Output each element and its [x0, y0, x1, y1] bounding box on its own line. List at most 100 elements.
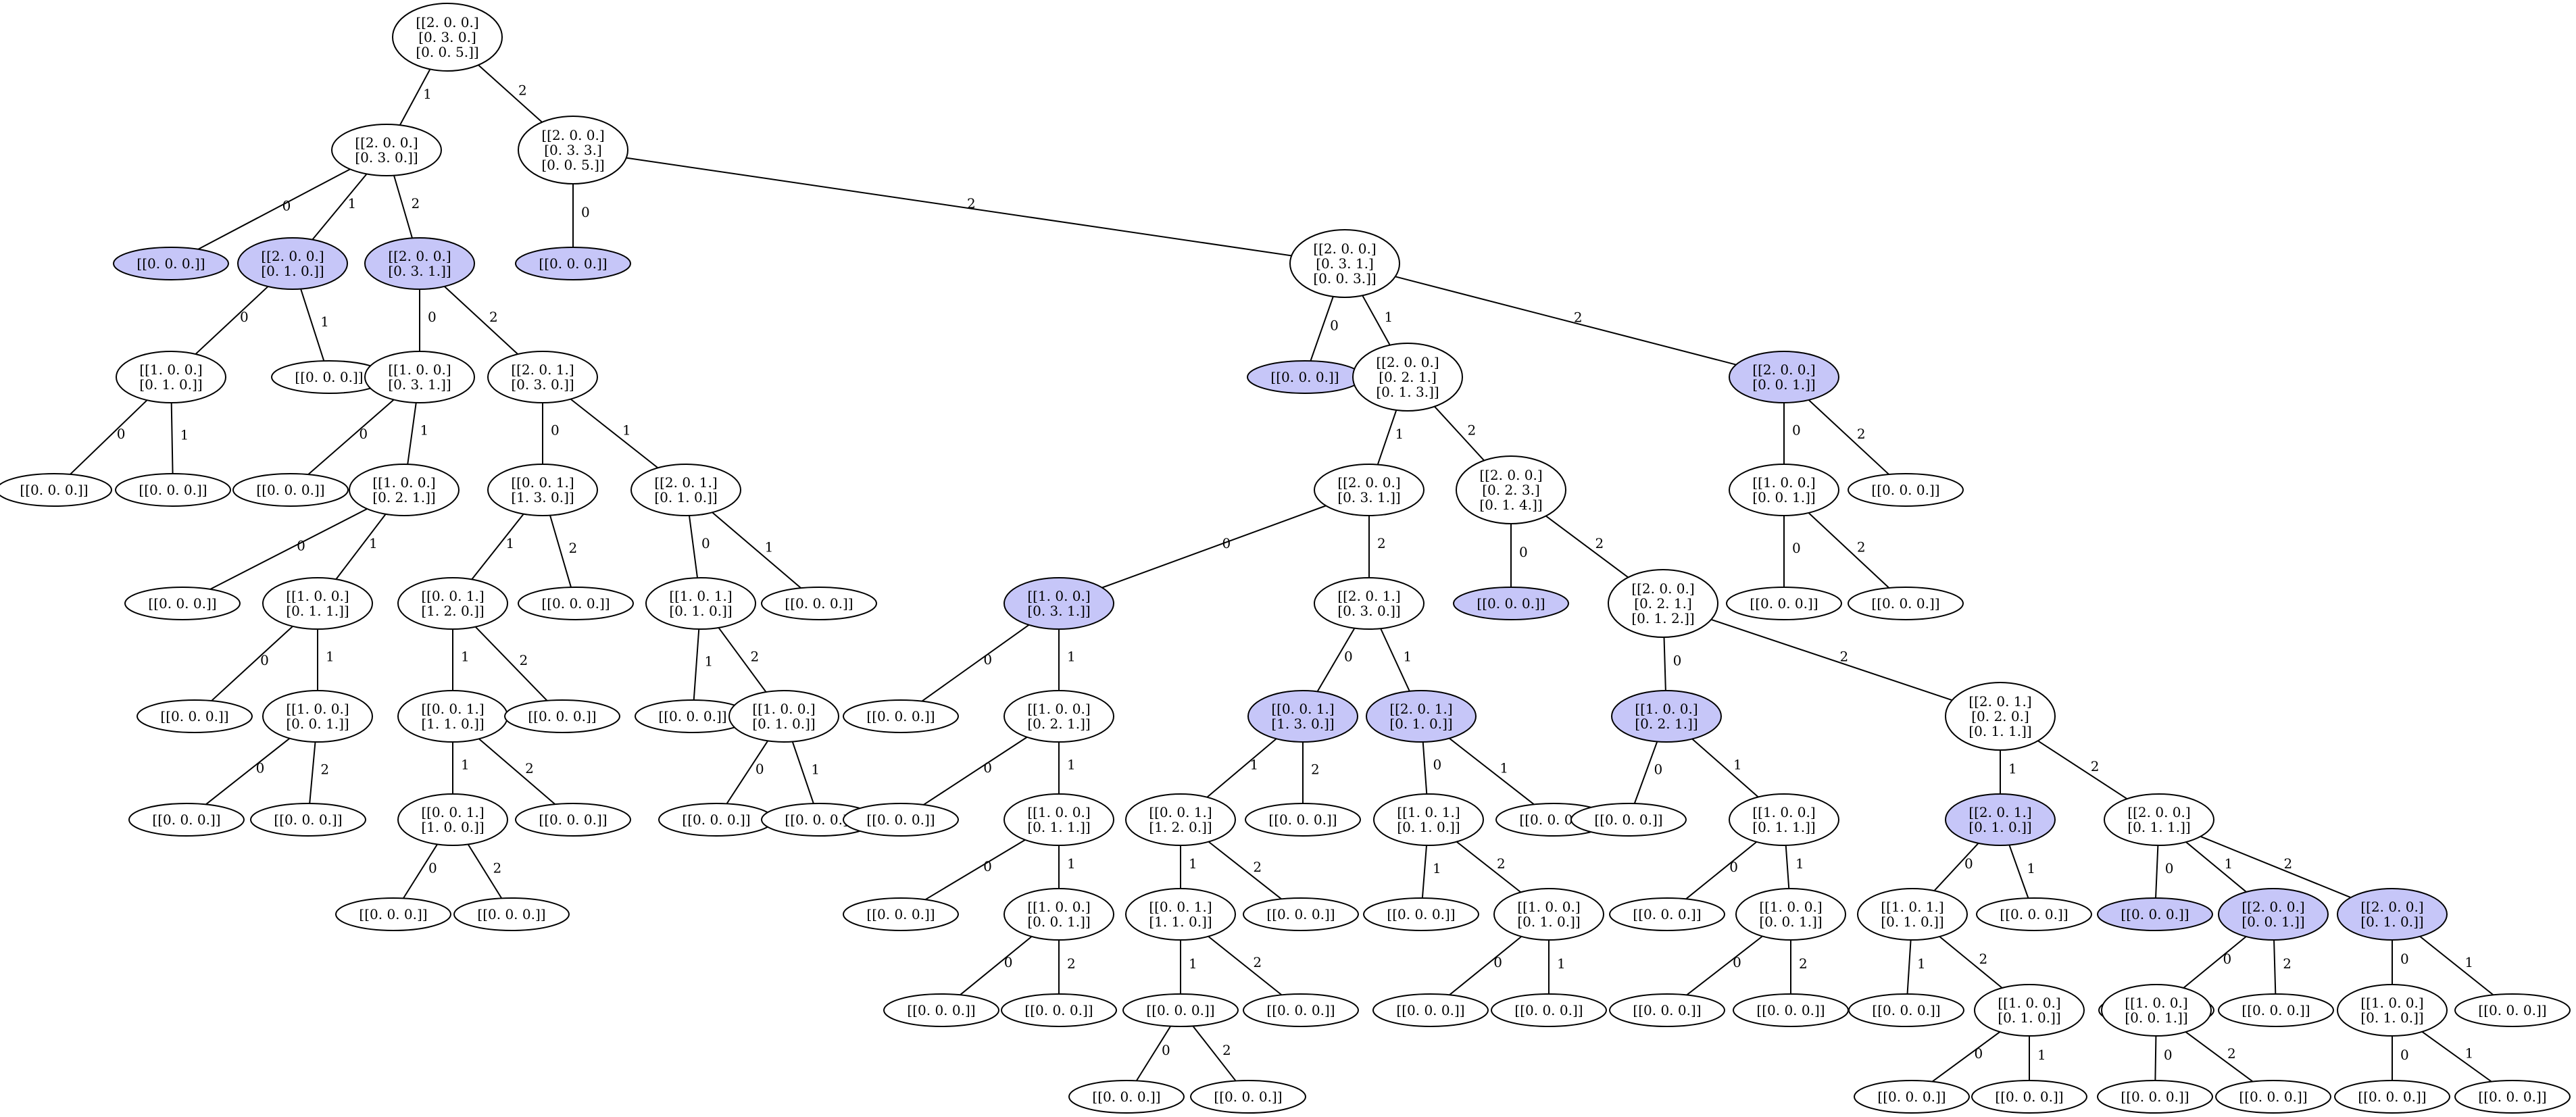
edge-n43-n54 — [726, 740, 769, 804]
tree-node-n102: [[0. 0. 0.]] — [2334, 1080, 2450, 1114]
node-ellipse — [1373, 793, 1484, 846]
node-matrix-row: [[0. 0. 0.]] — [2241, 1002, 2310, 1018]
edge-label: 2 — [1253, 859, 1262, 875]
edge-label: 0 — [1792, 540, 1801, 556]
node-ellipse — [237, 237, 348, 290]
tree-node-n100: [[0. 0. 0.]] — [2097, 1080, 2213, 1114]
node-matrix-row: [[1. 0. 0.] — [286, 701, 349, 717]
edge-n33-n47 — [1380, 628, 1410, 692]
edge-n70-n84 — [1208, 935, 1283, 996]
node-matrix-row: [[2. 0. 0.] — [416, 14, 478, 30]
edge-n11-n19 — [407, 402, 417, 465]
edge-label: 2 — [1979, 951, 1988, 967]
node-matrix-row: [0. 0. 1.]] — [1752, 489, 1815, 505]
node-ellipse — [2337, 984, 2448, 1037]
node-ellipse — [1729, 464, 1839, 516]
tree-node-n13: [[0. 0. 0.]] — [1247, 360, 1363, 394]
node-ellipse — [1001, 993, 1117, 1027]
edge-n33-n46 — [1316, 628, 1356, 692]
tree-node-n70: [[0. 0. 1.][1. 1. 0.]] — [1125, 888, 1236, 941]
node-matrix-row: [[0. 0. 1.] — [421, 701, 484, 717]
node-matrix-row: [[1. 0. 0.] — [1027, 588, 1090, 604]
node-matrix-row: [1. 2. 0.]] — [421, 603, 484, 619]
node-matrix-row: [[0. 0. 0.]] — [785, 812, 853, 828]
node-matrix-row: [[2. 0. 1.] — [1968, 804, 2031, 820]
node-ellipse — [1363, 897, 1479, 931]
node-ellipse — [1848, 993, 1964, 1027]
node-ellipse — [883, 993, 999, 1027]
node-matrix-row: [[0. 0. 0.]] — [539, 812, 607, 828]
tree-node-n37: [[0. 0. 0.]] — [1848, 587, 1964, 620]
tree-node-n88: [[0. 0. 0.]] — [1733, 993, 1849, 1027]
edge-n52-n66 — [403, 843, 438, 899]
node-ellipse — [1068, 1080, 1185, 1114]
node-matrix-row: [[0. 0. 0.]] — [2358, 1089, 2426, 1105]
edge-n27-n38 — [211, 626, 293, 701]
node-ellipse — [1247, 690, 1358, 743]
tree-node-n22: [[2. 0. 0.][0. 3. 1.]] — [1314, 464, 1425, 516]
tree-node-n36: [[0. 0. 0.]] — [1726, 587, 1842, 620]
node-ellipse — [1004, 577, 1114, 630]
node-matrix-row: [[0. 0. 0.]] — [274, 812, 342, 828]
tree-node-n92: [[1. 0. 0.][0. 0. 1.]] — [2101, 984, 2212, 1037]
edge-label: 0 — [2400, 1047, 2409, 1063]
edge-n28-n41 — [474, 626, 548, 701]
edge-label: 1 — [1795, 855, 1804, 872]
tree-node-n20: [[0. 0. 1.][1. 3. 0.]] — [487, 464, 598, 516]
node-ellipse — [397, 577, 508, 630]
node-matrix-row: [[0. 0. 0.]] — [2239, 1089, 2307, 1105]
node-matrix-row: [0. 2. 1.]] — [372, 489, 435, 505]
edge-n39-n51 — [309, 741, 316, 804]
node-matrix-row: [[1. 0. 0.] — [752, 701, 815, 717]
node-ellipse — [262, 577, 373, 630]
node-ellipse — [1848, 587, 1964, 620]
node-ellipse — [1456, 455, 1566, 524]
node-matrix-row: [0. 1. 0.]] — [1517, 914, 1580, 930]
node-ellipse — [1004, 690, 1114, 743]
edge-label: 2 — [569, 540, 578, 556]
edge-label: 0 — [117, 426, 126, 442]
edge-n21-n31 — [712, 512, 801, 589]
edge-label: 0 — [581, 204, 590, 220]
node-ellipse — [1945, 682, 2056, 751]
edge-label: 1 — [1189, 955, 1197, 972]
node-matrix-row: [[0. 0. 0.]] — [137, 255, 205, 272]
edge-label: 1 — [1733, 757, 1742, 773]
edge-label: 0 — [2165, 860, 2174, 876]
tree-node-n60: [[1. 0. 1.][0. 1. 0.]] — [1373, 793, 1484, 846]
node-matrix-row: [[1. 0. 0.] — [1752, 804, 1815, 820]
node-matrix-row: [[0. 0. 0.]] — [1877, 1089, 1946, 1105]
edge-n65-n80 — [2200, 835, 2352, 899]
node-ellipse — [2218, 888, 2329, 941]
node-matrix-row: [1. 1. 0.]] — [1149, 914, 1212, 930]
node-matrix-row: [[2. 0. 0.] — [1376, 354, 1439, 370]
node-matrix-row: [0. 2. 1.] — [1634, 595, 1692, 612]
node-matrix-row: [[2. 0. 0.] — [261, 248, 324, 264]
edge-label: 0 — [1344, 649, 1353, 665]
node-matrix-row: [[0. 0. 0.]] — [2478, 1002, 2546, 1018]
node-matrix-row: [[1. 0. 1.] — [1397, 804, 1460, 820]
edge-label: 2 — [2283, 955, 2292, 972]
edge-n45-n56 — [923, 737, 1028, 805]
edge-n90-n98 — [1931, 1031, 2001, 1083]
edge-n47-n61 — [1449, 737, 1535, 805]
edge-label: 0 — [240, 309, 249, 325]
node-matrix-row: [0. 1. 0.]] — [2360, 914, 2423, 930]
edge-n60-n72 — [1421, 845, 1428, 899]
node-matrix-row: [[1. 0. 0.] — [1759, 899, 1822, 915]
node-ellipse — [2104, 793, 2214, 846]
tree-node-n12: [[2. 0. 1.][0. 3. 0.]] — [487, 351, 598, 403]
node-ellipse — [1372, 993, 1489, 1027]
tree-node-n6: [[2. 0. 0.][0. 3. 1.]] — [364, 237, 475, 290]
node-ellipse — [1570, 803, 1687, 837]
node-matrix-row: [[0. 0. 0.]] — [1872, 1002, 1940, 1018]
node-matrix-row: [0. 1. 0.]] — [139, 376, 202, 393]
edge-n21-n30 — [688, 515, 699, 578]
tree-node-n41: [[0. 0. 0.]] — [504, 699, 620, 733]
node-ellipse — [515, 803, 631, 837]
node-ellipse — [728, 690, 839, 743]
node-matrix-row: [[2. 0. 0.] — [1479, 467, 1542, 483]
node-matrix-row: [[1. 0. 0.] — [372, 474, 435, 491]
tree-node-n26: [[0. 0. 0.]] — [124, 587, 241, 620]
